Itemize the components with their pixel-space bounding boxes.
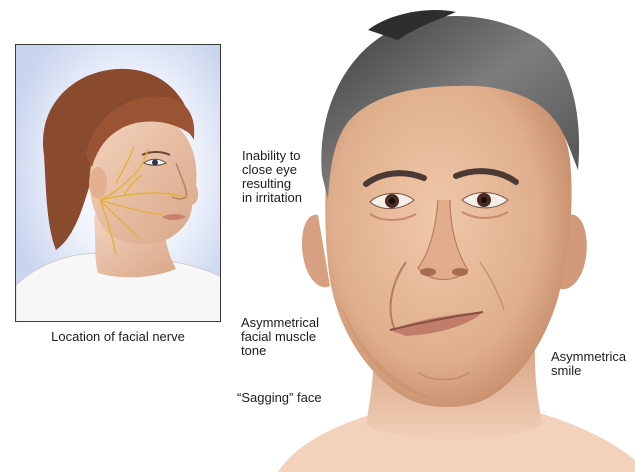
man-portrait bbox=[278, 0, 635, 472]
inset-caption: Location of facial nerve bbox=[15, 329, 221, 345]
woman-illustration bbox=[16, 45, 221, 322]
facial-nerve-inset bbox=[15, 44, 221, 322]
